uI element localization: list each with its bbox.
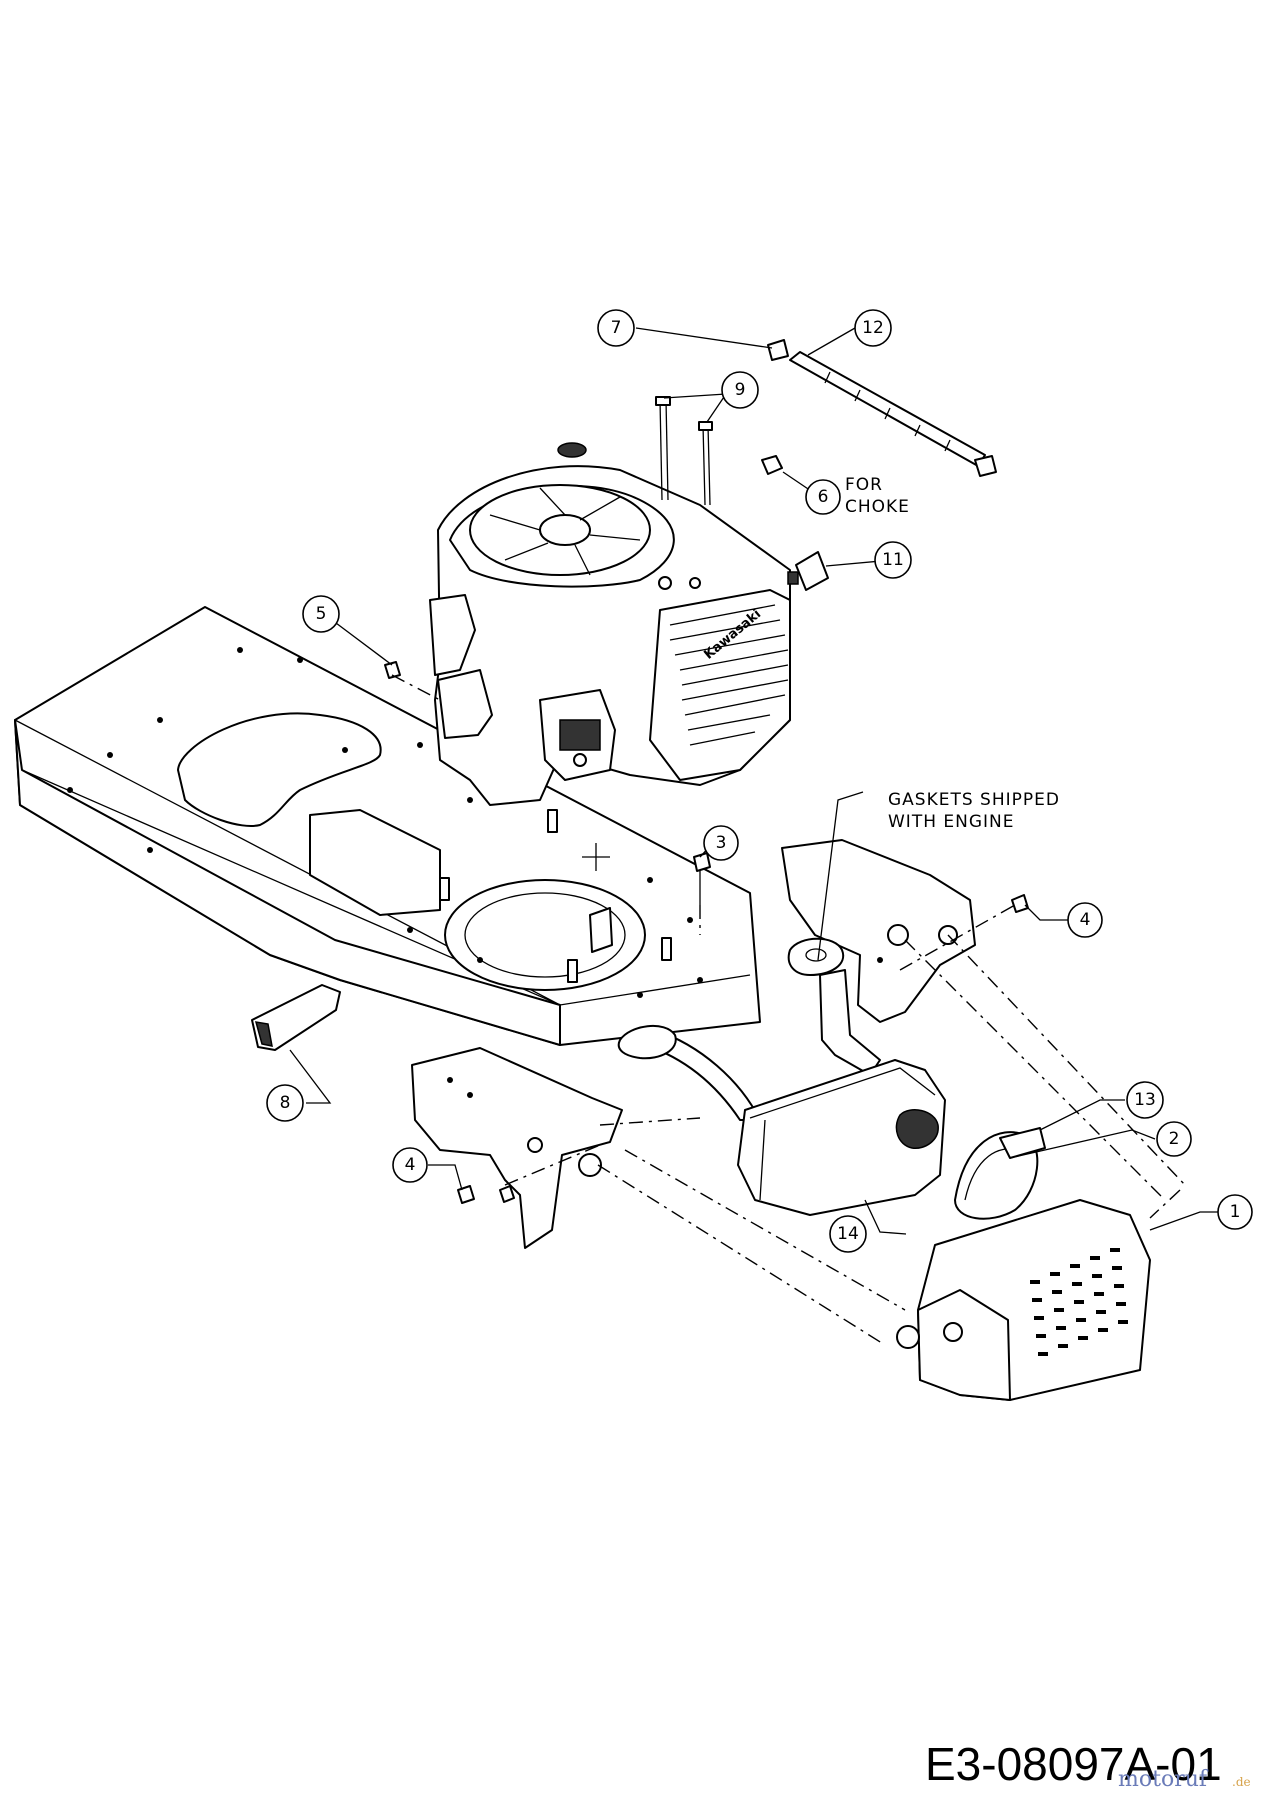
svg-text:8: 8 (280, 1093, 291, 1113)
callout-6: 6 (805, 479, 841, 515)
svg-text:3: 3 (716, 833, 727, 853)
svg-text:6: 6 (818, 487, 829, 507)
flange-part-13 (999, 1127, 1046, 1159)
svg-text:4: 4 (405, 1155, 416, 1175)
exhaust-pipes (617, 937, 881, 1121)
leader-lines (289, 327, 1220, 1235)
assembly-dash-lines (391, 674, 1186, 1346)
drawing-code: E3-08097A-01 (925, 1738, 1222, 1790)
svg-text:5: 5 (316, 604, 327, 624)
engine: Kawasaki (429, 442, 791, 806)
callout-1: 1 (1217, 1194, 1253, 1230)
clip-part-8 (767, 339, 789, 361)
svg-text:7: 7 (611, 318, 622, 338)
callout-13: 13 (1126, 1081, 1164, 1119)
callout-14: 14 (829, 1215, 867, 1253)
svg-text:14: 14 (837, 1224, 859, 1244)
callout-3: 3 (703, 825, 739, 861)
watermark-logo: motoruf (1118, 1767, 1209, 1792)
callout-4-left: 4 (392, 1147, 428, 1183)
muffler-part-14 (737, 1059, 946, 1216)
watermark-suffix: .de (1232, 1775, 1251, 1789)
muffler-guard-part-1 (896, 1199, 1151, 1401)
cables-part-7 (655, 396, 713, 506)
note-for-choke-line2: CHOKE (845, 497, 910, 517)
fitting-part-11 (787, 551, 829, 591)
bolt-part-5 (384, 661, 401, 679)
note-for-choke-line1: FOR (845, 475, 883, 495)
fuel-line-part-12 (789, 351, 997, 477)
callout-8: 7 (597, 309, 635, 347)
note-gaskets-line1: GASKETS SHIPPED (888, 790, 1060, 810)
svg-text:4: 4 (1080, 910, 1091, 930)
note-gaskets-line2: WITH ENGINE (888, 812, 1015, 832)
svg-text:13: 13 (1134, 1090, 1156, 1110)
right-muffler-bracket (781, 839, 976, 1023)
nut-part-6 (761, 455, 783, 475)
svg-text:12: 12 (862, 318, 884, 338)
screw-part-4-left (457, 1185, 515, 1204)
left-muffler-bracket (411, 1047, 623, 1249)
svg-text:2: 2 (1169, 1129, 1180, 1149)
callout-5: 5 (302, 595, 340, 633)
chassis-frame (14, 606, 761, 1046)
callout-4-right: 4 (1067, 902, 1103, 938)
svg-text:11: 11 (882, 550, 904, 570)
callout-7: 9 (721, 371, 759, 409)
bracket-part-9 (251, 984, 341, 1051)
callout-12: 12 (854, 309, 892, 347)
screw-part-4-right (1011, 894, 1029, 913)
svg-text:1: 1 (1230, 1202, 1241, 1222)
callout-11: 11 (874, 541, 912, 579)
callout-9: 8 (266, 1084, 304, 1122)
svg-text:9: 9 (735, 380, 746, 400)
callout-2: 2 (1156, 1121, 1192, 1157)
